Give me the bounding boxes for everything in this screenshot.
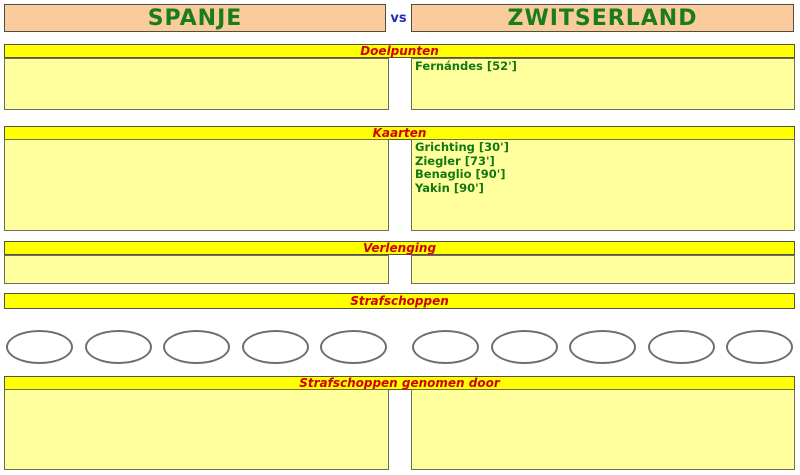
penalty-slots-away	[412, 330, 793, 364]
versus-label: vs	[390, 10, 407, 26]
penalty-takers-away-panel[interactable]	[411, 389, 795, 470]
card-entry: Yakin [90']	[415, 180, 484, 195]
extra-time-away-panel[interactable]	[411, 255, 795, 284]
card-entry: Benaglio [90']	[415, 167, 506, 181]
penalty-slot-oval[interactable]	[320, 330, 387, 364]
goals-home-panel[interactable]	[4, 58, 389, 110]
penalty-slot-oval[interactable]	[84, 330, 152, 364]
penalties-section-bar: Strafschoppen	[4, 293, 795, 309]
penalty-slot-oval[interactable]	[726, 330, 793, 364]
cards-away-panel[interactable]: Grichting [30'] Ziegler [73'] Benaglio […	[411, 139, 795, 231]
penalty-slot-oval[interactable]	[490, 330, 558, 364]
penalty-slot-oval[interactable]	[412, 330, 479, 364]
penalty-slot-oval[interactable]	[569, 330, 636, 364]
penalty-takers-home-panel[interactable]	[4, 389, 389, 470]
extra-time-home-panel[interactable]	[4, 255, 389, 284]
cards-home-panel[interactable]	[4, 139, 389, 231]
penalty-takers-section-bar: Strafschoppen genomen door	[4, 376, 795, 390]
goal-entry: Fernándes [52']	[415, 59, 517, 73]
home-team-header: SPANJE	[4, 4, 386, 32]
extra-time-section-bar: Verlenging	[4, 241, 795, 255]
penalty-slot-oval[interactable]	[163, 330, 230, 364]
goals-away-panel[interactable]: Fernándes [52']	[411, 58, 795, 110]
card-entry: Ziegler [73']	[415, 153, 495, 168]
cards-section-bar: Kaarten	[4, 126, 795, 140]
penalty-slot-oval[interactable]	[241, 330, 309, 364]
goals-section-bar: Doelpunten	[4, 44, 795, 58]
card-entry: Grichting [30']	[415, 140, 509, 154]
penalty-slot-oval[interactable]	[647, 330, 715, 364]
penalty-slots-home	[6, 330, 387, 364]
penalty-slot-oval[interactable]	[6, 330, 73, 364]
away-team-header: ZWITSERLAND	[411, 4, 794, 32]
